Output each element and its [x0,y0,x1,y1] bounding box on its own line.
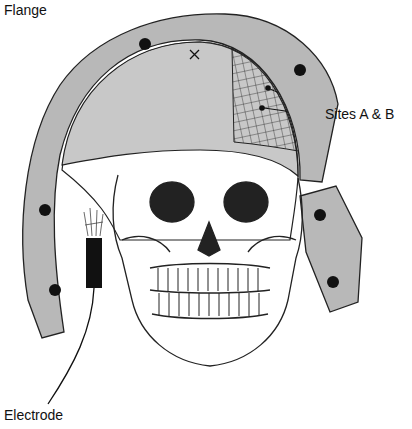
part-label: Flange [4,2,47,19]
part-label: Sites A & B [325,106,394,123]
teeth [158,268,259,316]
flange-tab [300,186,362,312]
site-dot [265,85,271,91]
part-label: Electrode [4,407,63,424]
electrode [48,208,103,404]
flange [23,14,338,338]
skull-face [113,175,302,366]
flange-screws [39,38,339,296]
site-dot [259,105,265,111]
x-mark [190,50,199,59]
